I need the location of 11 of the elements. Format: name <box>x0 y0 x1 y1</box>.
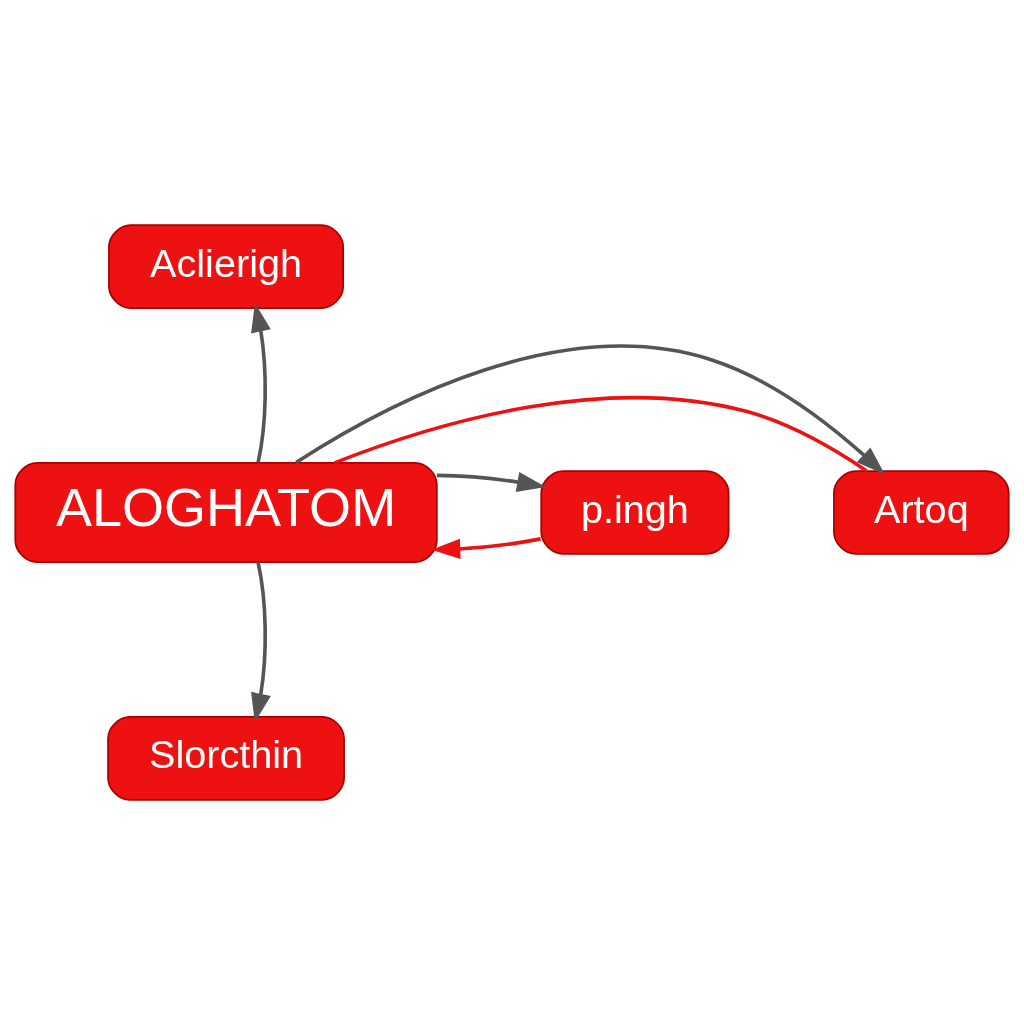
node-box: Slorcthin <box>107 715 345 801</box>
node-box: ALOGHATOM <box>14 461 438 563</box>
arrow <box>436 471 546 492</box>
arrow <box>251 561 271 722</box>
arrow <box>295 344 885 474</box>
node-box: Artoq <box>833 469 1010 555</box>
arrow <box>431 536 541 559</box>
node-box: Aclierigh <box>108 223 345 309</box>
connector <box>333 395 868 472</box>
arrow <box>251 302 271 463</box>
node-box: p.ingh <box>540 469 730 555</box>
